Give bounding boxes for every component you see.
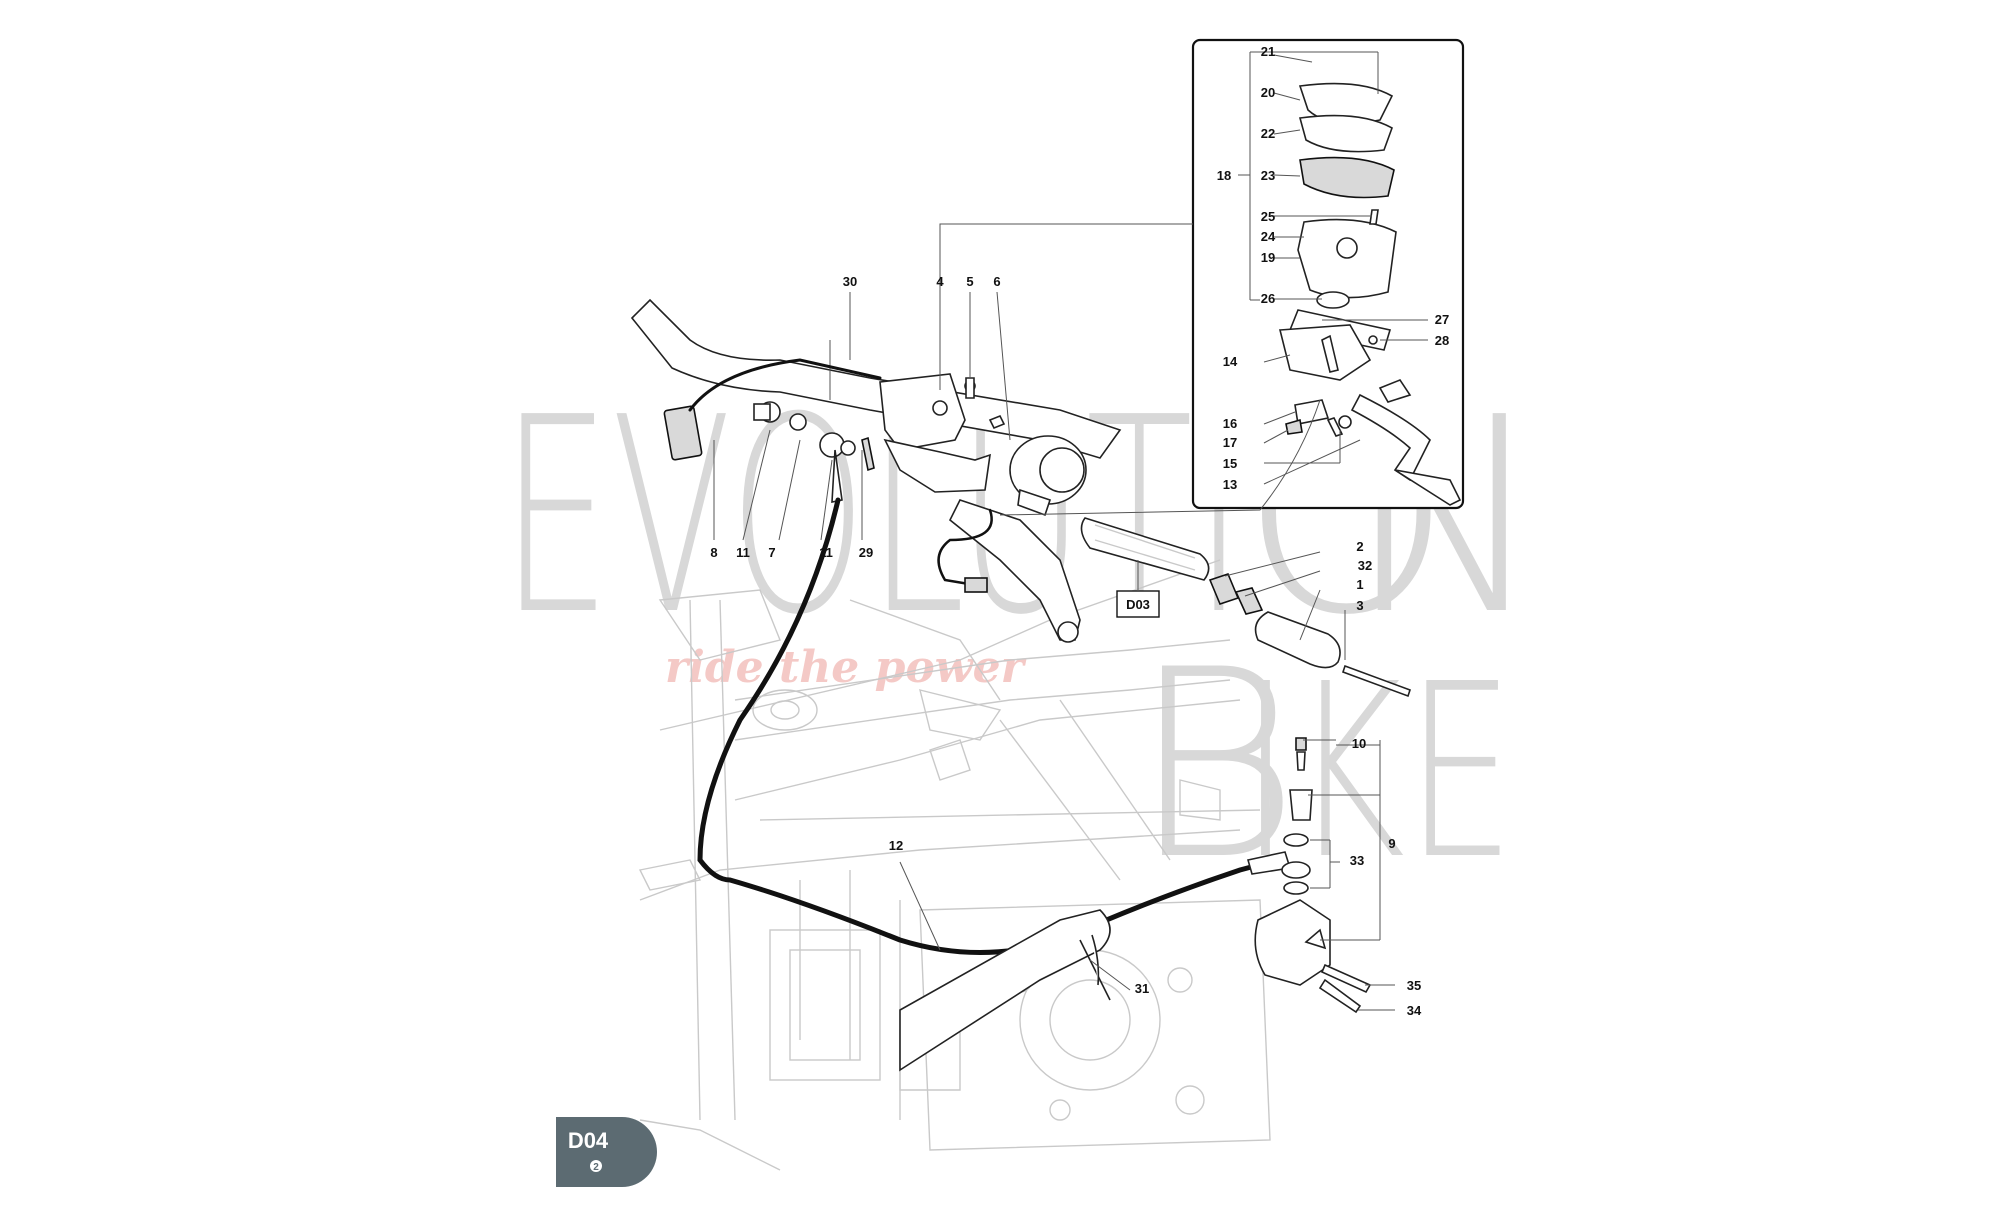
watermark-tagline: ride the power (665, 642, 1027, 693)
callout-11-left: 11 (736, 545, 750, 560)
callout-16: 16 (1223, 416, 1237, 431)
callout-21: 21 (1261, 44, 1275, 59)
callout-24: 24 (1261, 229, 1276, 244)
electrical-connector (663, 358, 882, 461)
inset-detail-box (1191, 38, 1465, 510)
callout-leaders (713, 54, 1428, 1011)
callout-2: 2 (1356, 539, 1363, 554)
callout-10: 10 (1352, 736, 1366, 751)
callout-25: 25 (1261, 209, 1275, 224)
callout-6: 6 (993, 274, 1000, 289)
watermark-word-left: EVOLUTI (500, 359, 1245, 674)
callout-8: 8 (710, 545, 717, 560)
callout-12: 12 (889, 838, 903, 853)
page-badge: D04 2 (556, 1117, 657, 1187)
lower-frame-tube (899, 909, 1111, 1072)
callout-33: 33 (1350, 853, 1364, 868)
callout-5: 5 (966, 274, 973, 289)
callout-22: 22 (1261, 126, 1275, 141)
lower-caliper-group (1254, 737, 1372, 1014)
callout-numbers: 30 4 5 6 8 11 7 11 29 2 32 1 3 10 9 33 3… (710, 44, 1449, 1018)
frame-ghost-outline (638, 559, 1271, 1171)
d03-reference: D03 (1116, 560, 1160, 618)
callout-18: 18 (1217, 168, 1231, 183)
callout-4: 4 (936, 274, 944, 289)
callout-1: 1 (1356, 577, 1363, 592)
callout-30: 30 (843, 274, 857, 289)
callout-27: 27 (1435, 312, 1449, 327)
callout-32: 32 (1358, 558, 1372, 573)
callout-11-right: 11 (819, 545, 833, 560)
callout-35: 35 (1407, 978, 1421, 993)
master-cylinder-assembly (879, 373, 1087, 643)
callout-13: 13 (1223, 477, 1237, 492)
callout-20: 20 (1261, 85, 1275, 100)
callout-34: 34 (1407, 1003, 1422, 1018)
callout-26: 26 (1261, 291, 1275, 306)
page-badge-sub: 2 (593, 1162, 599, 1173)
callout-28: 28 (1435, 333, 1449, 348)
callout-9: 9 (1388, 836, 1395, 851)
callout-29: 29 (859, 545, 873, 560)
callout-14: 14 (1223, 354, 1238, 369)
callout-15: 15 (1223, 456, 1237, 471)
bar-end-parts (1208, 573, 1412, 698)
page-badge-code: D04 (568, 1128, 609, 1153)
callout-7: 7 (768, 545, 775, 560)
callout-17: 17 (1223, 435, 1237, 450)
callout-3: 3 (1356, 598, 1363, 613)
handlebar-grip (1080, 517, 1210, 581)
reference-label: D03 (1126, 597, 1150, 612)
callout-31: 31 (1135, 981, 1149, 996)
callout-23: 23 (1261, 168, 1275, 183)
callout-19: 19 (1261, 250, 1275, 265)
page-badge-sub-circle (590, 1160, 602, 1172)
